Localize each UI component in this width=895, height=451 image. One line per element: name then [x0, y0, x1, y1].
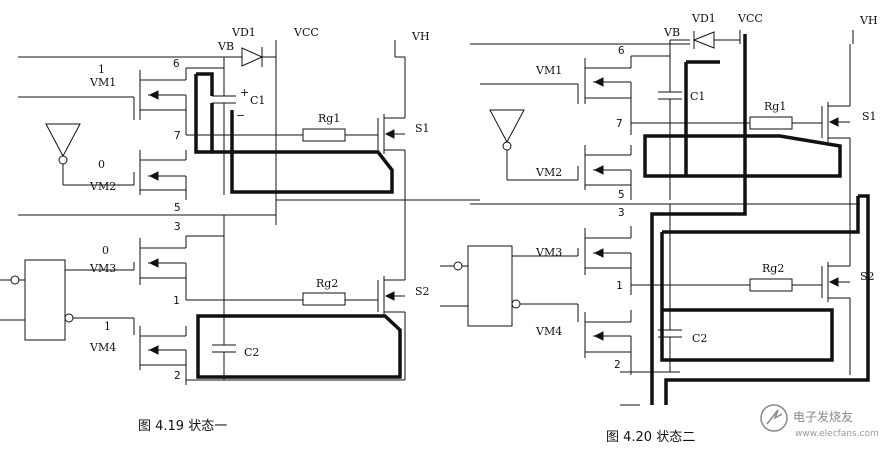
logic-gate-block	[0, 259, 134, 341]
labels-right: VD1 VCC VB VH 6 VM1 C1 Rg1 S1 7 VM2 5 3 …	[535, 12, 878, 445]
svg-text:VD1: VD1	[691, 12, 716, 25]
inverter-gate	[45, 123, 134, 186]
svg-text:VM2: VM2	[535, 166, 562, 179]
svg-text:1: 1	[616, 279, 623, 292]
svg-text:S2: S2	[860, 270, 875, 283]
svg-text:C2: C2	[692, 332, 707, 345]
caption-right: 图 4.20 状态二	[606, 430, 695, 445]
svg-text:0: 0	[102, 244, 109, 257]
transistor-vm2-right	[584, 145, 632, 200]
transistor-vm1-right	[584, 55, 670, 135]
transistor-vm4	[139, 326, 187, 385]
brand-logo-icon	[760, 404, 788, 432]
watermark: 电子发烧友 www.elecfans.com	[760, 404, 879, 439]
current-path-2	[196, 314, 402, 379]
current-path-1	[196, 72, 394, 194]
svg-text:C2: C2	[244, 346, 259, 359]
svg-text:1: 1	[98, 63, 105, 76]
mosfet-s2	[377, 200, 406, 380]
current-path-5	[664, 194, 870, 405]
svg-text:1: 1	[173, 294, 180, 307]
transistor-vm2	[139, 150, 187, 200]
svg-text:VCC: VCC	[293, 26, 319, 39]
current-path-4	[650, 34, 747, 405]
capacitor-c1-right	[658, 91, 682, 100]
svg-text:S1: S1	[415, 122, 430, 135]
transistor-vm1	[139, 67, 224, 135]
svg-text:VM4: VM4	[89, 341, 116, 354]
svg-text:VM3: VM3	[89, 262, 116, 275]
svg-text:7: 7	[616, 117, 623, 130]
inverter-gate-right	[489, 109, 578, 181]
svg-text:2: 2	[614, 358, 621, 371]
svg-text:5: 5	[618, 188, 625, 201]
svg-text:Rg1: Rg1	[318, 112, 340, 125]
resistor-rg1-right	[749, 116, 793, 130]
svg-text:VB: VB	[663, 26, 680, 39]
diagram-right	[440, 30, 870, 406]
capacitor-c1	[212, 95, 236, 104]
svg-text:6: 6	[173, 57, 180, 70]
svg-text:www.elecfans.com: www.elecfans.com	[795, 429, 879, 439]
svg-text:C1: C1	[690, 90, 705, 103]
transistor-vm4-right	[584, 310, 632, 375]
svg-text:−: −	[236, 109, 245, 122]
mosfet-s2-right	[821, 204, 851, 375]
svg-text:VD1: VD1	[231, 26, 256, 39]
svg-text:2: 2	[174, 369, 181, 382]
svg-text:VCC: VCC	[737, 12, 763, 25]
svg-text:6: 6	[618, 44, 625, 57]
svg-text:3: 3	[174, 220, 181, 233]
mosfet-s1-right	[821, 44, 851, 204]
mosfet-s1	[377, 56, 406, 200]
svg-text:0: 0	[98, 158, 105, 171]
transistor-vm3	[139, 235, 224, 300]
capacitor-c2	[212, 344, 236, 353]
svg-text:Rg2: Rg2	[316, 277, 338, 290]
svg-text:VM4: VM4	[535, 325, 562, 338]
svg-text:5: 5	[174, 201, 181, 214]
svg-text:VM1: VM1	[535, 64, 562, 77]
svg-text:Rg2: Rg2	[762, 262, 784, 275]
svg-text:VM3: VM3	[535, 246, 562, 259]
labels-left: VD1 VCC VB VH 1 VM1 6 + C1 − 7 Rg1 S1 0 …	[89, 26, 430, 434]
svg-text:S2: S2	[415, 285, 430, 298]
svg-text:VB: VB	[217, 40, 234, 53]
svg-text:+: +	[240, 86, 249, 99]
current-path-3	[643, 60, 842, 178]
logic-gate-block-right	[440, 245, 578, 327]
transistor-vm3-right	[584, 226, 632, 295]
svg-text:VM1: VM1	[89, 76, 116, 89]
svg-text:S1: S1	[862, 110, 877, 123]
caption-left: 图 4.19 状态一	[138, 419, 227, 434]
resistor-rg1	[302, 128, 346, 142]
diode-vd1-right	[670, 31, 740, 49]
svg-text:VH: VH	[859, 14, 878, 27]
svg-text:VH: VH	[411, 30, 430, 43]
resistor-rg2	[302, 292, 346, 306]
svg-text:C1: C1	[250, 94, 265, 107]
diagram-left	[0, 40, 480, 385]
svg-text:7: 7	[174, 129, 181, 142]
resistor-rg2-right	[749, 278, 793, 292]
svg-text:3: 3	[618, 206, 625, 219]
svg-text:电子发烧友: 电子发烧友	[793, 409, 853, 424]
svg-text:VM2: VM2	[89, 180, 116, 193]
svg-text:1: 1	[104, 320, 111, 333]
diode-vd1	[224, 47, 276, 67]
svg-text:Rg1: Rg1	[764, 100, 786, 113]
